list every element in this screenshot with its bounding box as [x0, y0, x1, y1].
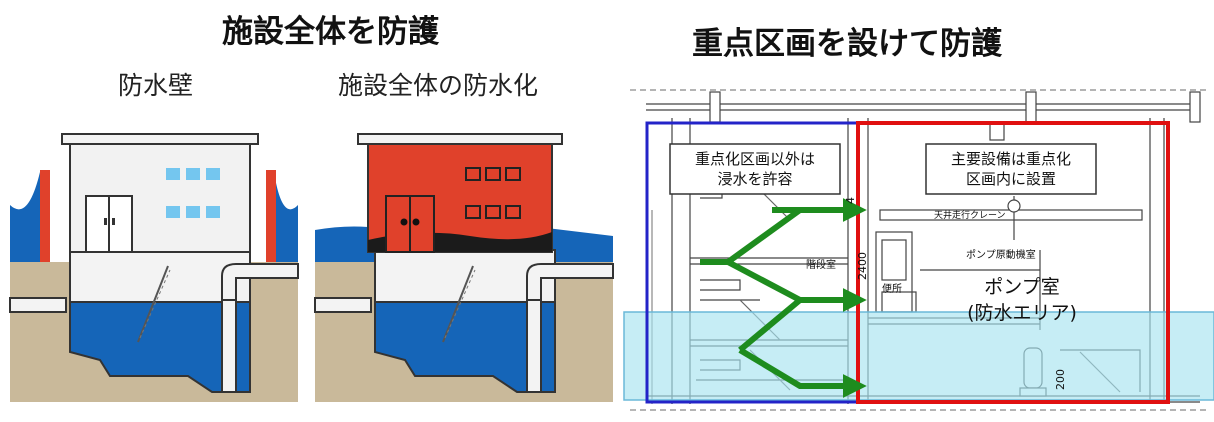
basement-water — [69, 301, 251, 393]
subtitle-whole-waterproofing: 施設全体の防水化 — [338, 71, 539, 100]
callout-right-line2: 区画内に設置 — [966, 170, 1056, 188]
flood-level-band — [623, 311, 1214, 401]
machine-room-label: ポンプ原動機室 — [966, 248, 1036, 261]
right-title: 重点区画を設けて防護 — [692, 26, 1002, 62]
pump-room-label: ポンプ室 — [984, 276, 1059, 298]
callout-right-line1: 主要設備は重点化 — [951, 150, 1071, 168]
dimension-2400: 2400 — [856, 252, 869, 280]
subtitle-waterproof-wall: 防水壁 — [118, 71, 194, 100]
dimension-200: 200 — [1054, 369, 1067, 390]
toilet-label: 便所 — [882, 282, 902, 295]
callout-left-line2: 浸水を許容 — [717, 170, 792, 188]
floodwater-left — [10, 172, 40, 262]
window-icons — [166, 168, 220, 218]
callout-left-line1: 重点化区画以外は — [695, 150, 815, 168]
waterproof-wall-right — [266, 170, 276, 262]
floodwater-right — [274, 172, 298, 262]
stair-label: 階段室 — [806, 258, 836, 271]
waterproof-wall-left — [40, 170, 50, 262]
illustration-whole-waterproofing — [314, 112, 614, 402]
crane-label: 天井走行クレーン — [934, 209, 1006, 221]
flood-path-arrows — [700, 198, 867, 398]
basement-water — [374, 301, 556, 393]
dimension-4: 4 — [844, 197, 857, 204]
window-icons — [465, 167, 521, 219]
callout-flooding-allowed — [669, 143, 841, 195]
left-title: 施設全体を防護 — [222, 14, 439, 50]
waterproof-area-label: (防水エリア) — [967, 302, 1077, 324]
priority-zone-boundary — [856, 121, 1170, 404]
illustration-waterproof-wall — [9, 112, 299, 402]
callout-main-equipment — [925, 143, 1097, 195]
